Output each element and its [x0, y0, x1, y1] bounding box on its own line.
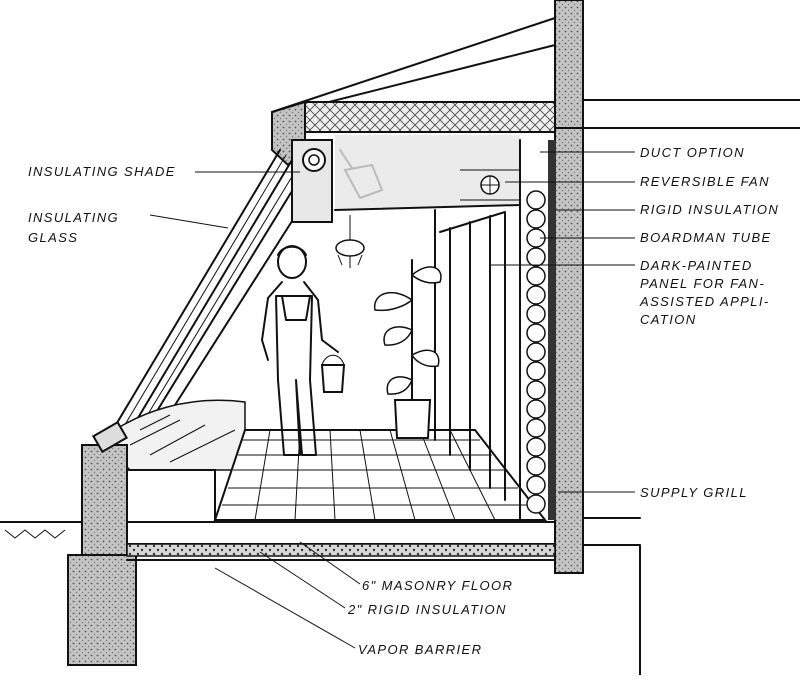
label-vapor-barrier: VAPOR BARRIER	[358, 642, 482, 657]
boardman-tube-circle	[526, 304, 546, 324]
planter-box	[67, 399, 246, 666]
boardman-tube-circle	[526, 437, 546, 457]
boardman-tube-circle	[526, 266, 546, 286]
boardman-tube-circle	[526, 380, 546, 400]
hanging-planter	[335, 215, 365, 268]
label-insulating-glass-line2: GLASS	[28, 230, 78, 245]
label-dark-panel-line3: ASSISTED APPLI-	[639, 294, 770, 309]
label-duct-option: DUCT OPTION	[640, 145, 745, 160]
label-masonry-floor: 6" MASONRY FLOOR	[362, 578, 513, 593]
floor-slab	[0, 521, 556, 561]
boardman-tubes	[526, 190, 546, 514]
label-dark-panel-line1: DARK-PAINTED	[640, 258, 753, 273]
boardman-tube-circle	[526, 209, 546, 229]
tile-floor	[213, 429, 548, 521]
boardman-tube-circle	[526, 323, 546, 343]
label-reversible-fan: REVERSIBLE FAN	[640, 174, 770, 189]
label-dark-panel-line4: CATION	[640, 312, 697, 327]
boardman-tube-circle	[526, 247, 546, 267]
person-figure	[261, 245, 346, 456]
label-dark-panel-line2: PANEL FOR FAN-	[640, 276, 765, 291]
shade-roller	[291, 139, 333, 223]
panels	[434, 139, 556, 521]
boardman-tube-circle	[526, 361, 546, 381]
boardman-tube-circle	[526, 456, 546, 476]
label-rigid-insulation: RIGID INSULATION	[640, 202, 779, 217]
boardman-tube-circle	[526, 190, 546, 210]
boardman-tube-circle	[526, 342, 546, 362]
label-rigid-insulation-floor: 2" RIGID INSULATION	[347, 602, 507, 617]
label-insulating-glass-line1: INSULATING	[28, 210, 119, 225]
ceiling-shade	[335, 135, 520, 210]
boardman-tube-circle	[526, 494, 546, 514]
boardman-tube-circle	[526, 475, 546, 495]
label-boardman-tube: BOARDMAN TUBE	[640, 230, 772, 245]
label-insulating-shade: INSULATING SHADE	[28, 164, 176, 179]
boardman-tube-circle	[526, 418, 546, 438]
potted-plant	[374, 259, 442, 439]
leader-lines	[149, 151, 635, 649]
boardman-tube-circle	[526, 285, 546, 305]
label-group: INSULATING SHADE INSULATING GLASS DUCT O…	[28, 145, 779, 657]
reversible-fan-icon	[460, 169, 521, 201]
label-supply-grill: SUPPLY GRILL	[640, 485, 748, 500]
boardman-tube-circle	[526, 399, 546, 419]
